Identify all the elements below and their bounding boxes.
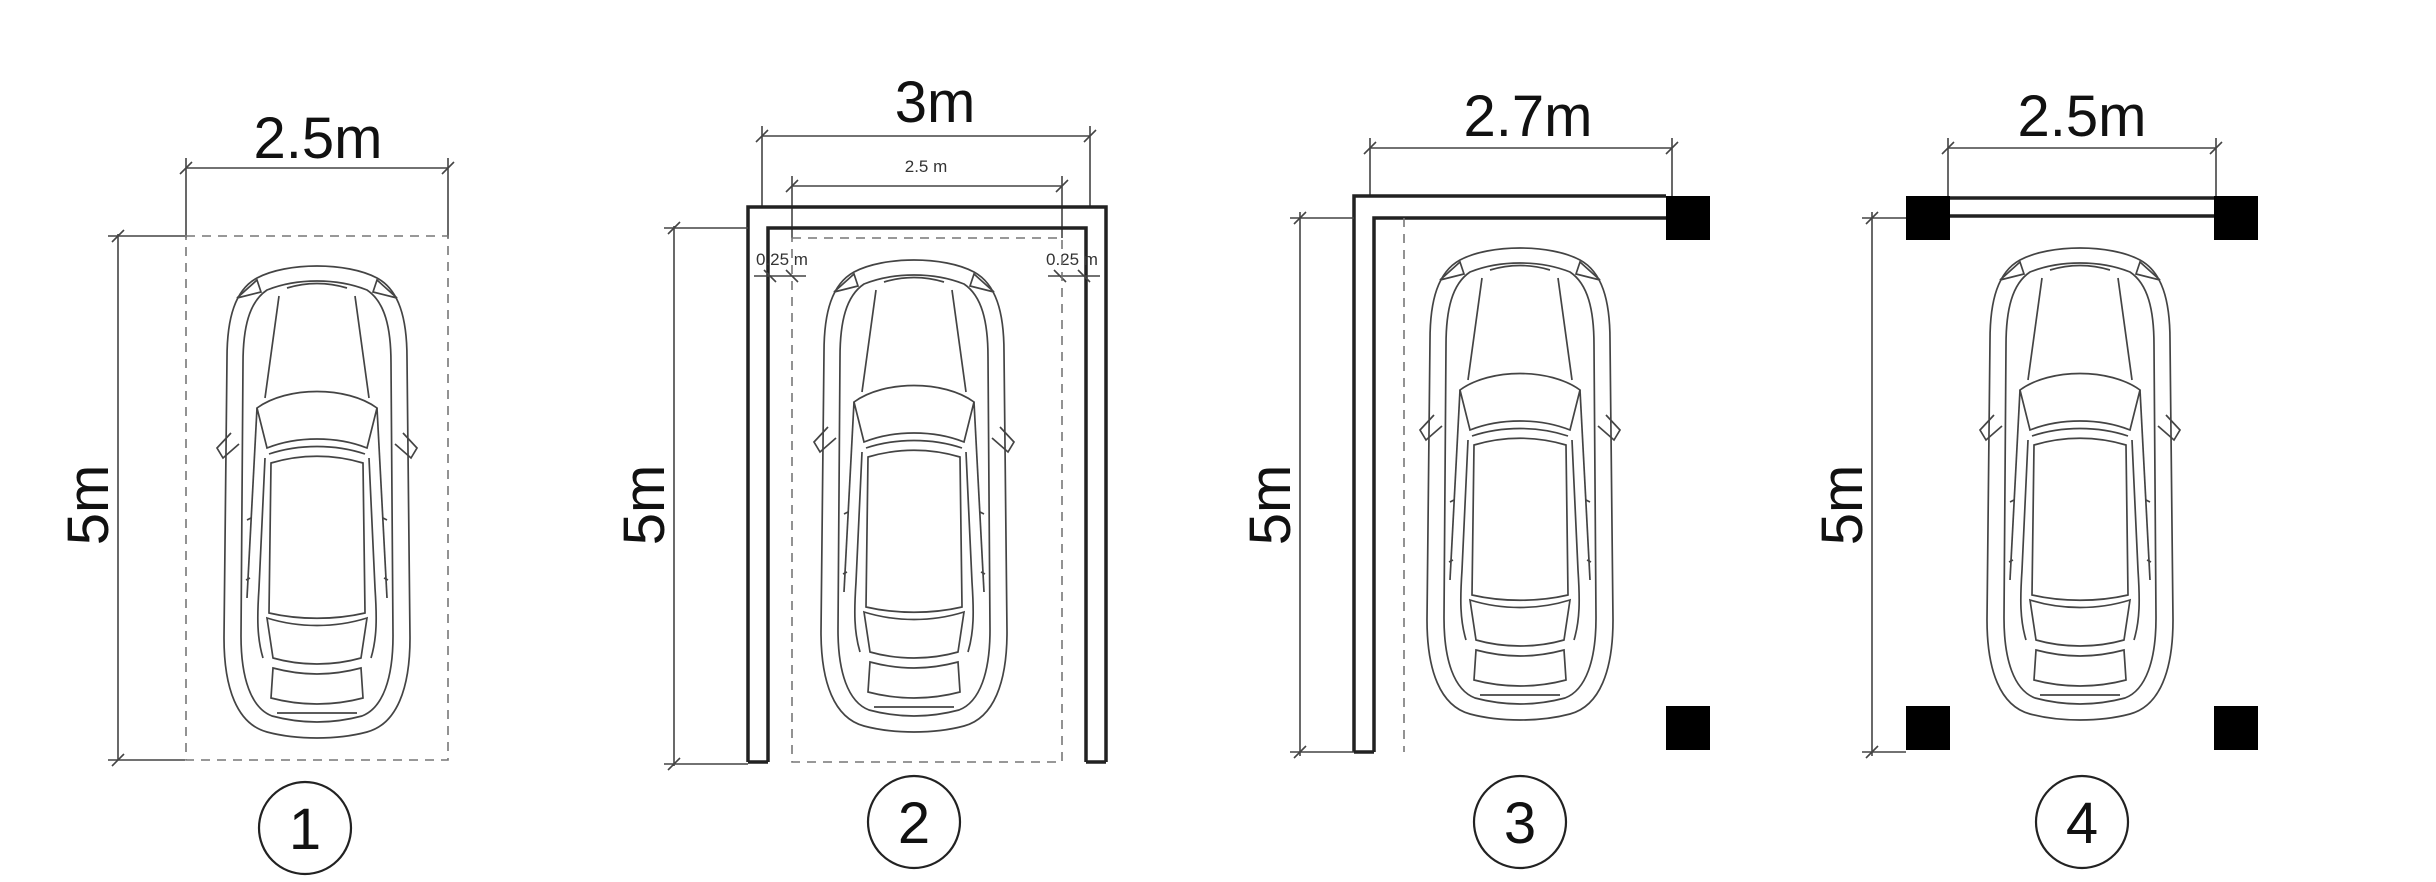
wall-outer	[746, 205, 1108, 762]
column-square-icon	[2214, 706, 2258, 750]
parking-bay-outline	[185, 235, 449, 761]
diagram-3: 2.7m 5m 3	[1238, 84, 1710, 870]
width-label: 2.5m	[2018, 84, 2147, 149]
diagram-number: 4	[2066, 791, 2098, 856]
length-label: 5m	[1238, 465, 1303, 546]
diagram-4: 2.5m 5m 4	[1810, 84, 2258, 870]
number-circle	[866, 774, 962, 870]
parking-bay-outline	[791, 237, 1063, 763]
diagram-number: 1	[289, 797, 321, 862]
wall-inner	[766, 226, 1088, 762]
length-label: 5m	[612, 465, 677, 546]
length-label: 5m	[1810, 465, 1875, 546]
column-square-icon	[1906, 706, 1950, 750]
wall-outer	[1352, 194, 1666, 752]
diagram-1: 2.5m 5m 1	[56, 106, 455, 876]
car-top-view-icon	[1419, 247, 1621, 721]
column-square-icon	[2214, 196, 2258, 240]
number-circle	[1472, 774, 1568, 870]
width-label: 2.5m	[254, 106, 383, 171]
diagram-number: 2	[898, 791, 930, 856]
left-gap-label: 0.25 m	[756, 250, 808, 269]
column-square-icon	[1906, 196, 1950, 240]
car-top-view-icon	[1979, 247, 2181, 721]
column-square-icon	[1666, 196, 1710, 240]
wall-inner	[1372, 216, 1666, 752]
car-top-view-icon	[216, 265, 418, 739]
diagram-2: 3m 2.5 m 0.25 m 0.25 m 5m 2	[612, 70, 1108, 870]
width-label: 2.7m	[1464, 84, 1593, 149]
car-top-view-icon	[813, 259, 1015, 733]
number-circle	[257, 780, 353, 876]
diagram-number: 3	[1504, 791, 1536, 856]
width-label: 3m	[895, 70, 976, 135]
right-gap-label: 0.25 m	[1046, 250, 1098, 269]
inner-width-label: 2.5 m	[905, 157, 948, 176]
number-circle	[2034, 774, 2130, 870]
length-label: 5m	[56, 465, 121, 546]
column-square-icon	[1666, 706, 1710, 750]
